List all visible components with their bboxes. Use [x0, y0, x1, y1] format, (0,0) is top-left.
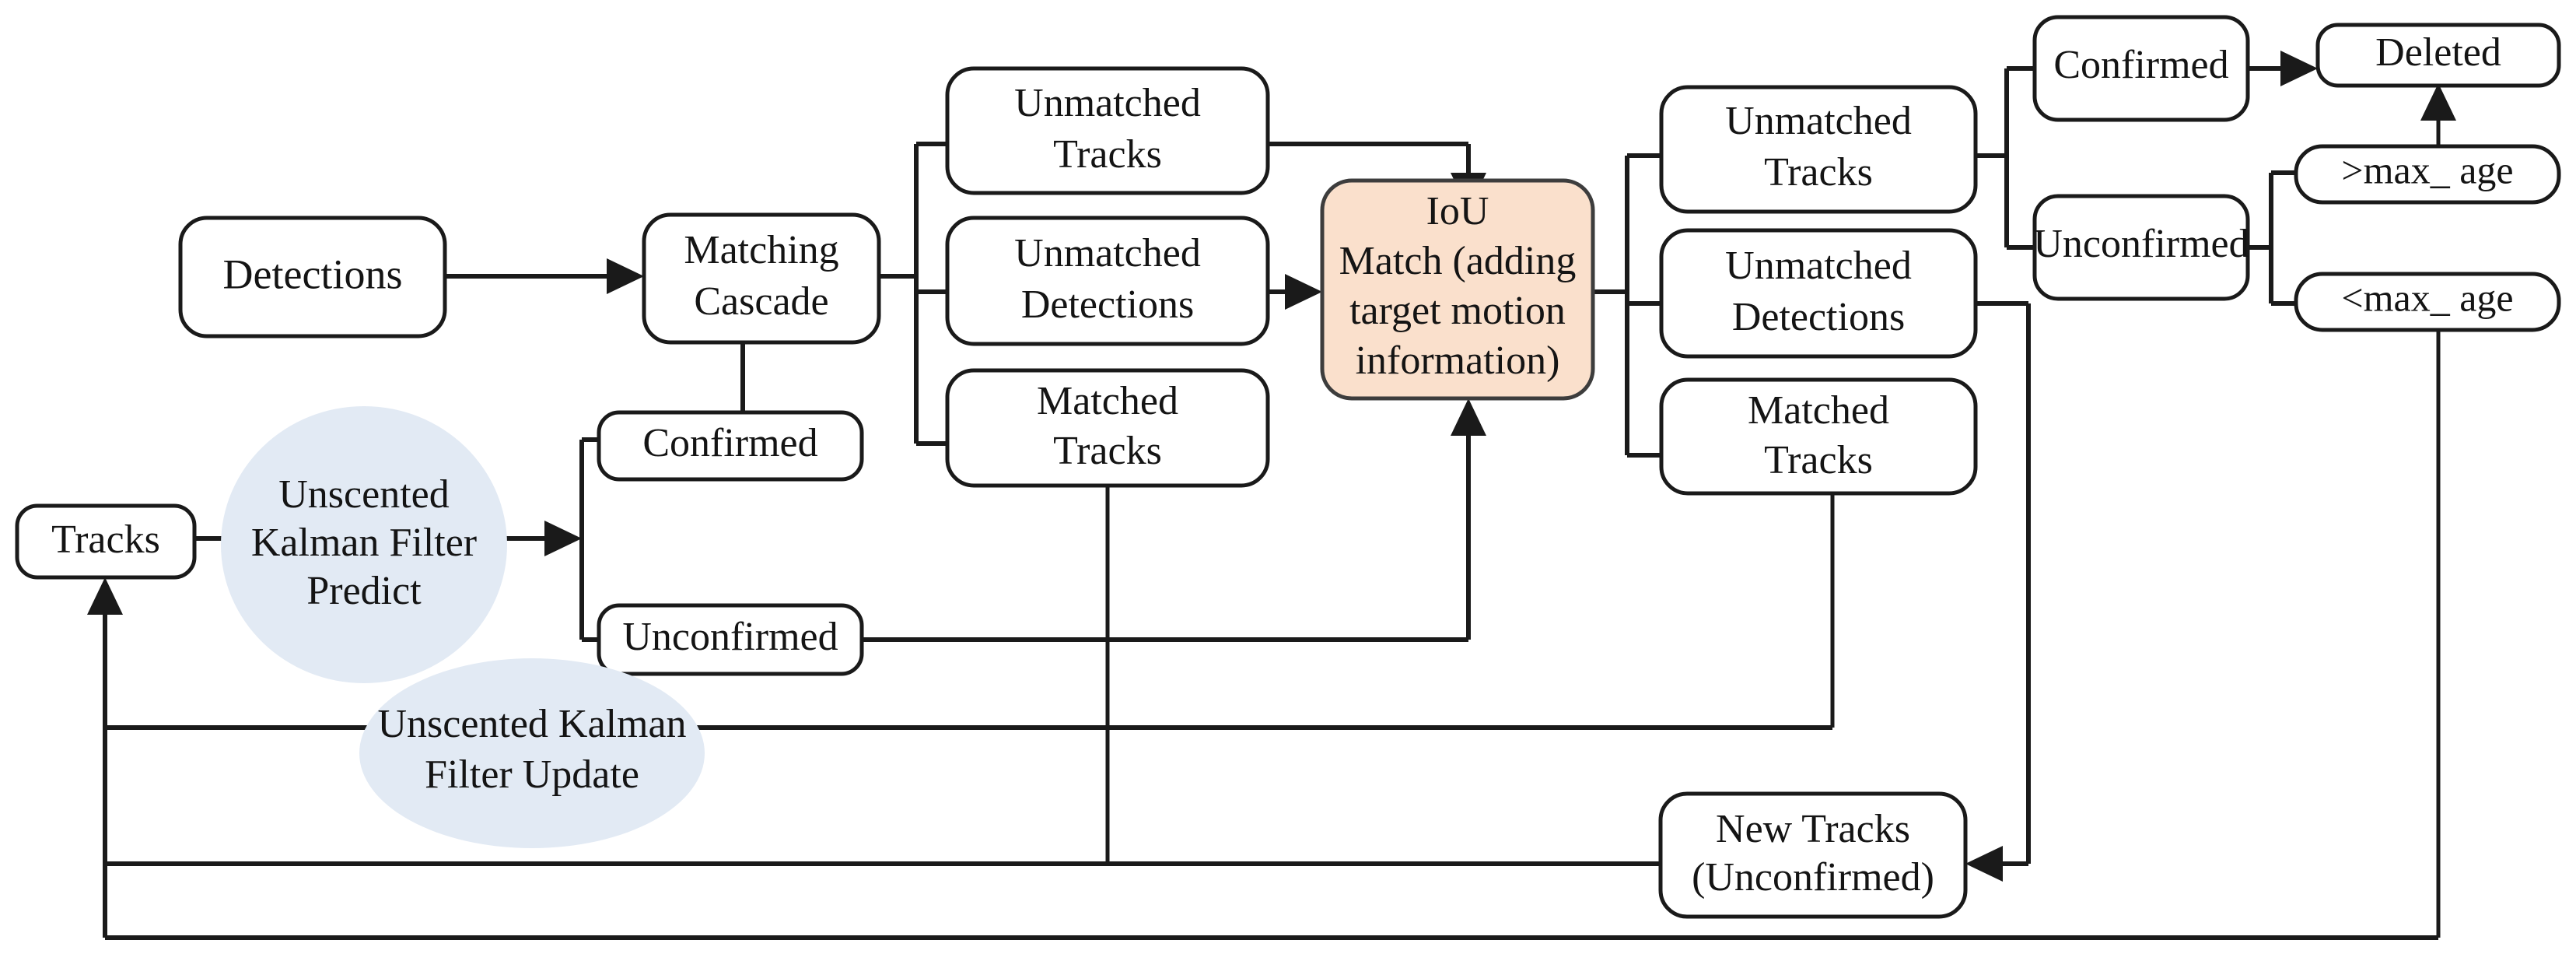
edge-iou-to-right-column [1593, 153, 1661, 458]
node-matching-cascade-line2: Cascade [694, 279, 828, 324]
node-deleted[interactable]: Deleted [2315, 23, 2561, 88]
edge-ukf-predict-to-states [498, 437, 599, 642]
node-new-tracks-line1: New Tracks [1716, 807, 1910, 851]
edge-unconfirmed-right-to-age-branch [2248, 170, 2296, 306]
node-unmatched-tracks-mid-line1: Unmatched [1014, 81, 1201, 125]
node-confirmed-right-label: Confirmed [2053, 43, 2228, 87]
node-iou-match-line2: Match (adding [1339, 239, 1577, 283]
node-ukf-predict-line3: Predict [306, 569, 422, 613]
edge-detections-to-matching-cascade [445, 258, 644, 294]
node-unmatched-tracks-mid[interactable]: Unmatched Tracks [945, 66, 1270, 195]
node-matched-tracks-mid[interactable]: Matched Tracks [945, 368, 1270, 488]
node-unconfirmed-left[interactable]: Unconfirmed [597, 603, 864, 676]
node-ukf-predict-line1: Unscented [278, 472, 449, 517]
node-unmatched-tracks-right[interactable]: Unmatched Tracks [1659, 85, 1978, 214]
edge-unmatched-detections-to-iou [1268, 274, 1322, 310]
edge-return-riser-to-tracks [87, 577, 123, 938]
edge-gt-max-age-to-deleted [2420, 83, 2456, 148]
node-matching-cascade[interactable]: Matching Cascade [642, 212, 881, 345]
node-gt-max-age-label: >max_ age [2341, 148, 2513, 191]
node-matching-cascade-line1: Matching [684, 228, 838, 272]
node-detections[interactable]: Detections [178, 216, 447, 338]
node-gt-max-age[interactable]: >max_ age [2294, 144, 2561, 205]
edge-lt-max-age-to-tracks-loop [105, 328, 2441, 940]
node-iou-match-line1: IoU [1426, 189, 1489, 233]
node-new-tracks[interactable]: New Tracks (Unconfirmed) [1658, 791, 1968, 919]
node-matched-tracks-right-line2: Tracks [1764, 438, 1873, 482]
node-deleted-label: Deleted [2375, 30, 2501, 75]
node-unconfirmed-right-label: Unconfirmed [2033, 222, 2249, 266]
node-confirmed-left-label: Confirmed [642, 421, 817, 465]
node-unmatched-detections-right[interactable]: Unmatched Detections [1659, 228, 1978, 359]
node-tracks-label: Tracks [51, 517, 160, 562]
node-lt-max-age-label: <max_ age [2341, 275, 2513, 319]
node-matched-tracks-mid-line2: Tracks [1053, 429, 1162, 473]
node-iou-match-line4: information) [1356, 338, 1560, 383]
node-unconfirmed-right[interactable]: Unconfirmed [2032, 194, 2250, 301]
node-unmatched-detections-mid[interactable]: Unmatched Detections [945, 216, 1270, 346]
node-unmatched-tracks-right-line2: Tracks [1764, 150, 1873, 195]
node-new-tracks-line2: (Unconfirmed) [1692, 855, 1934, 900]
edge-unmatched-tracks-right-to-states [1976, 66, 2035, 250]
node-ukf-predict-line2: Kalman Filter [251, 521, 477, 565]
node-unmatched-detections-mid-line2: Detections [1021, 282, 1194, 327]
edge-confirmed-right-to-deleted [2248, 51, 2318, 86]
node-unmatched-detections-right-line1: Unmatched [1725, 244, 1912, 288]
edge-unmatched-detections-right-to-new-tracks [1965, 301, 2031, 882]
node-matched-tracks-right[interactable]: Matched Tracks [1659, 377, 1978, 496]
node-ukf-update-line2: Filter Update [425, 752, 639, 797]
node-confirmed-right[interactable]: Confirmed [2032, 15, 2250, 122]
node-unmatched-detections-mid-line1: Unmatched [1014, 231, 1201, 275]
edge-matching-cascade-to-middle-column [879, 142, 947, 446]
node-unconfirmed-left-label: Unconfirmed [622, 615, 838, 659]
node-matched-tracks-right-line1: Matched [1748, 388, 1889, 433]
node-detections-label: Detections [223, 251, 403, 297]
node-unmatched-tracks-mid-line2: Tracks [1053, 132, 1162, 177]
node-tracks[interactable]: Tracks [15, 503, 197, 580]
node-ukf-update[interactable]: Unscented Kalman Filter Update [359, 658, 705, 848]
node-matched-tracks-mid-line1: Matched [1037, 379, 1178, 423]
node-unmatched-tracks-right-line1: Unmatched [1725, 99, 1912, 143]
node-iou-match[interactable]: IoU Match (adding target motion informat… [1320, 178, 1595, 401]
node-ukf-predict[interactable]: Unscented Kalman Filter Predict [221, 406, 507, 683]
node-iou-match-line3: target motion [1349, 289, 1566, 333]
edge-unconfirmed-to-iou [862, 398, 1486, 642]
node-unmatched-detections-right-line2: Detections [1732, 295, 1905, 339]
node-ukf-update-line1: Unscented Kalman [377, 702, 686, 746]
node-confirmed-left[interactable]: Confirmed [597, 410, 864, 482]
node-lt-max-age[interactable]: <max_ age [2294, 272, 2561, 332]
